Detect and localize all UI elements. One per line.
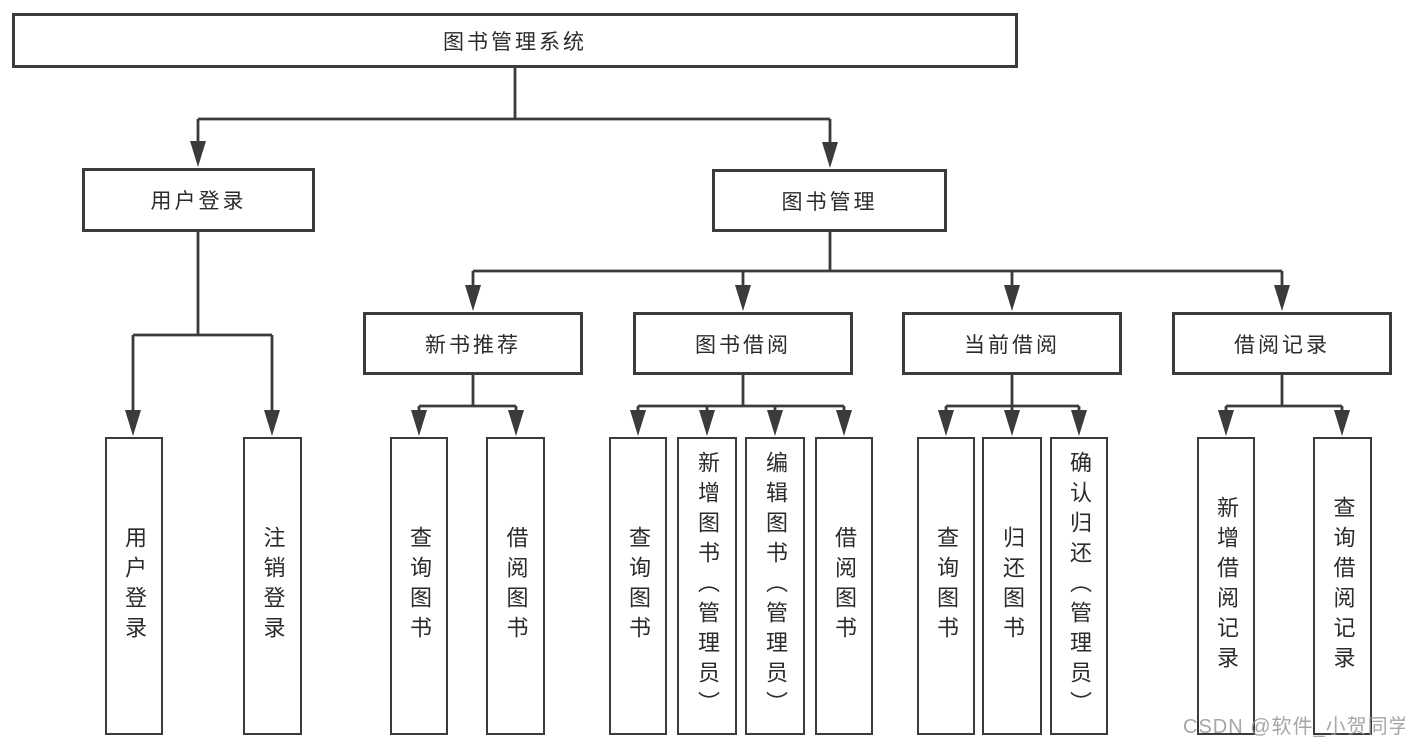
node-label: 借阅记录 (1234, 333, 1330, 357)
leaf-query-books-borrow: 查询图书 (609, 437, 667, 735)
leaf-user-login: 用户登录 (105, 437, 163, 735)
node-label: 编辑图书（管理员） (763, 451, 788, 721)
leaf-add-book-admin: 新增图书（管理员） (677, 437, 737, 735)
node-label: 用户登录 (150, 190, 247, 213)
node-new-book-recommend: 新书推荐 (363, 312, 583, 375)
node-label: 当前借阅 (964, 333, 1060, 357)
leaf-add-borrow-record: 新增借阅记录 (1197, 437, 1255, 735)
leaf-borrow-books: 借阅图书 (815, 437, 873, 735)
node-label: 确认归还（管理员） (1067, 451, 1092, 721)
node-label: 新增借阅记录 (1214, 496, 1239, 676)
node-label: 查询借阅记录 (1330, 496, 1356, 676)
node-label: 新增图书（管理员） (695, 451, 720, 721)
branch-user-login: 用户登录 (82, 168, 315, 232)
node-label: 图书借阅 (695, 333, 791, 357)
leaf-query-borrow-record: 查询借阅记录 (1313, 437, 1372, 735)
leaf-query-books-recommend: 查询图书 (390, 437, 448, 735)
node-label: 图书管理系统 (443, 30, 587, 54)
leaf-query-books-current: 查询图书 (917, 437, 975, 735)
leaf-logout: 注销登录 (243, 437, 302, 735)
node-label: 归还图书 (1000, 526, 1025, 646)
node-label: 查询图书 (934, 526, 959, 646)
node-book-borrow: 图书借阅 (633, 312, 853, 375)
node-label: 用户登录 (122, 526, 147, 646)
node-label: 图书管理 (781, 190, 878, 214)
leaf-return-books: 归还图书 (982, 437, 1042, 735)
leaf-borrow-books-recommend: 借阅图书 (486, 437, 545, 735)
node-label: 借阅图书 (832, 526, 857, 646)
node-borrow-records: 借阅记录 (1172, 312, 1392, 375)
node-library-management-system: 图书管理系统 (12, 13, 1018, 68)
node-label: 查询图书 (407, 526, 432, 646)
branch-book-management: 图书管理 (712, 169, 947, 232)
arrowhead-icons (125, 141, 1350, 436)
leaf-confirm-return-admin: 确认归还（管理员） (1050, 437, 1108, 735)
node-label: 查询图书 (626, 526, 651, 646)
node-current-borrow: 当前借阅 (902, 312, 1122, 375)
node-label: 借阅图书 (503, 526, 529, 646)
node-label: 注销登录 (260, 526, 286, 646)
csdn-watermark: CSDN @软件_小贺同学 (1183, 716, 1405, 738)
leaf-edit-book-admin: 编辑图书（管理员） (745, 437, 805, 735)
node-label: 新书推荐 (425, 333, 521, 357)
